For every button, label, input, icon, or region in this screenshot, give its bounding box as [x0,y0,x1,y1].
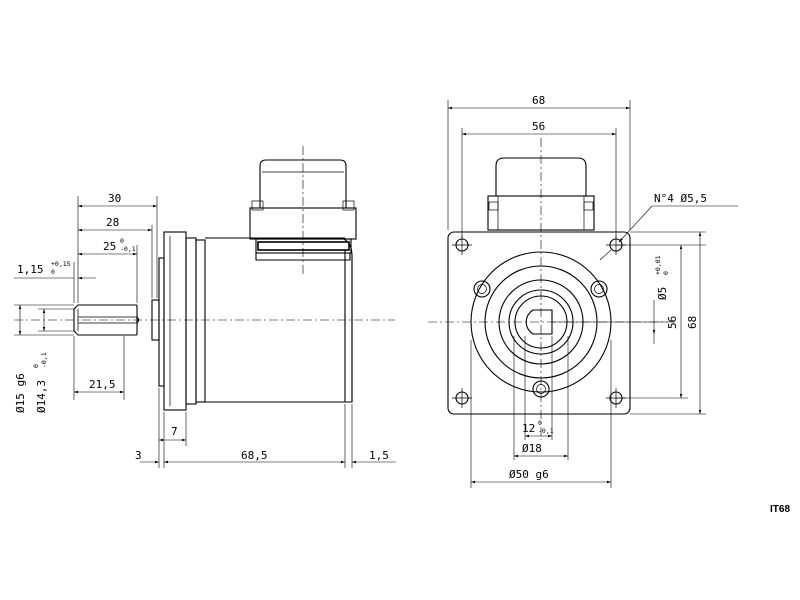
dim-7: 7 [171,425,178,438]
dia-14-3-tol-upper: 0 [32,364,40,368]
dia-15: Ø15 g6 [14,373,27,413]
dim-21-5: 21,5 [89,378,116,391]
side-view: 30 28 25 0 -0,1 1,15 +0,15 0 Ø15 g6 Ø14,… [14,146,396,468]
dim-1-5: 1,5 [369,449,389,462]
shaft [73,304,140,336]
dim-56-right: 56 [666,316,679,329]
connector-front [487,157,595,231]
model-code: IT68 [770,504,790,515]
flange [163,231,206,411]
front-view: 68 56 N°4 Ø5,5 56 68 Ø5 +0,01 0 12 0 -0,… [428,94,738,488]
holes-note: N°4 Ø5,5 [654,192,707,205]
dim-25-tol-lower: -0,1 [120,245,136,253]
dia-5-tol-upper: +0,01 [654,255,662,275]
connector-side [249,146,357,276]
dim-25-tol-upper: 0 [120,237,124,245]
dim-56-top: 56 [532,120,545,133]
dia-14-3-tol-lower: -0,1 [40,352,48,368]
dim-68-right: 68 [686,316,699,329]
dim-12-tol-lower: -0,1 [538,427,554,435]
dim-1-15-tol-lower: 0 [51,268,55,276]
encoder-body [205,237,353,403]
square-flange [447,231,631,415]
dim-30: 30 [108,192,121,205]
dim-1-15-tol-upper: +0,15 [51,260,71,268]
dia-50: Ø50 g6 [509,468,549,481]
screw-holes [473,280,608,398]
dia-14-3: Ø14,3 [35,380,48,413]
dia-5-tol-lower: 0 [662,271,670,275]
dim-68-top: 68 [532,94,545,107]
dim-28: 28 [106,216,119,229]
dim-12-tol-upper: 0 [538,419,542,427]
dia-18: Ø18 [522,442,542,455]
dia-5: Ø5 [656,287,669,300]
dim-12: 12 [522,422,535,435]
dim-1-15: 1,15 [17,263,44,276]
dim-3: 3 [135,449,142,462]
dim-68-5: 68,5 [241,449,268,462]
mounting-holes [452,235,626,408]
dim-25: 25 [103,240,116,253]
